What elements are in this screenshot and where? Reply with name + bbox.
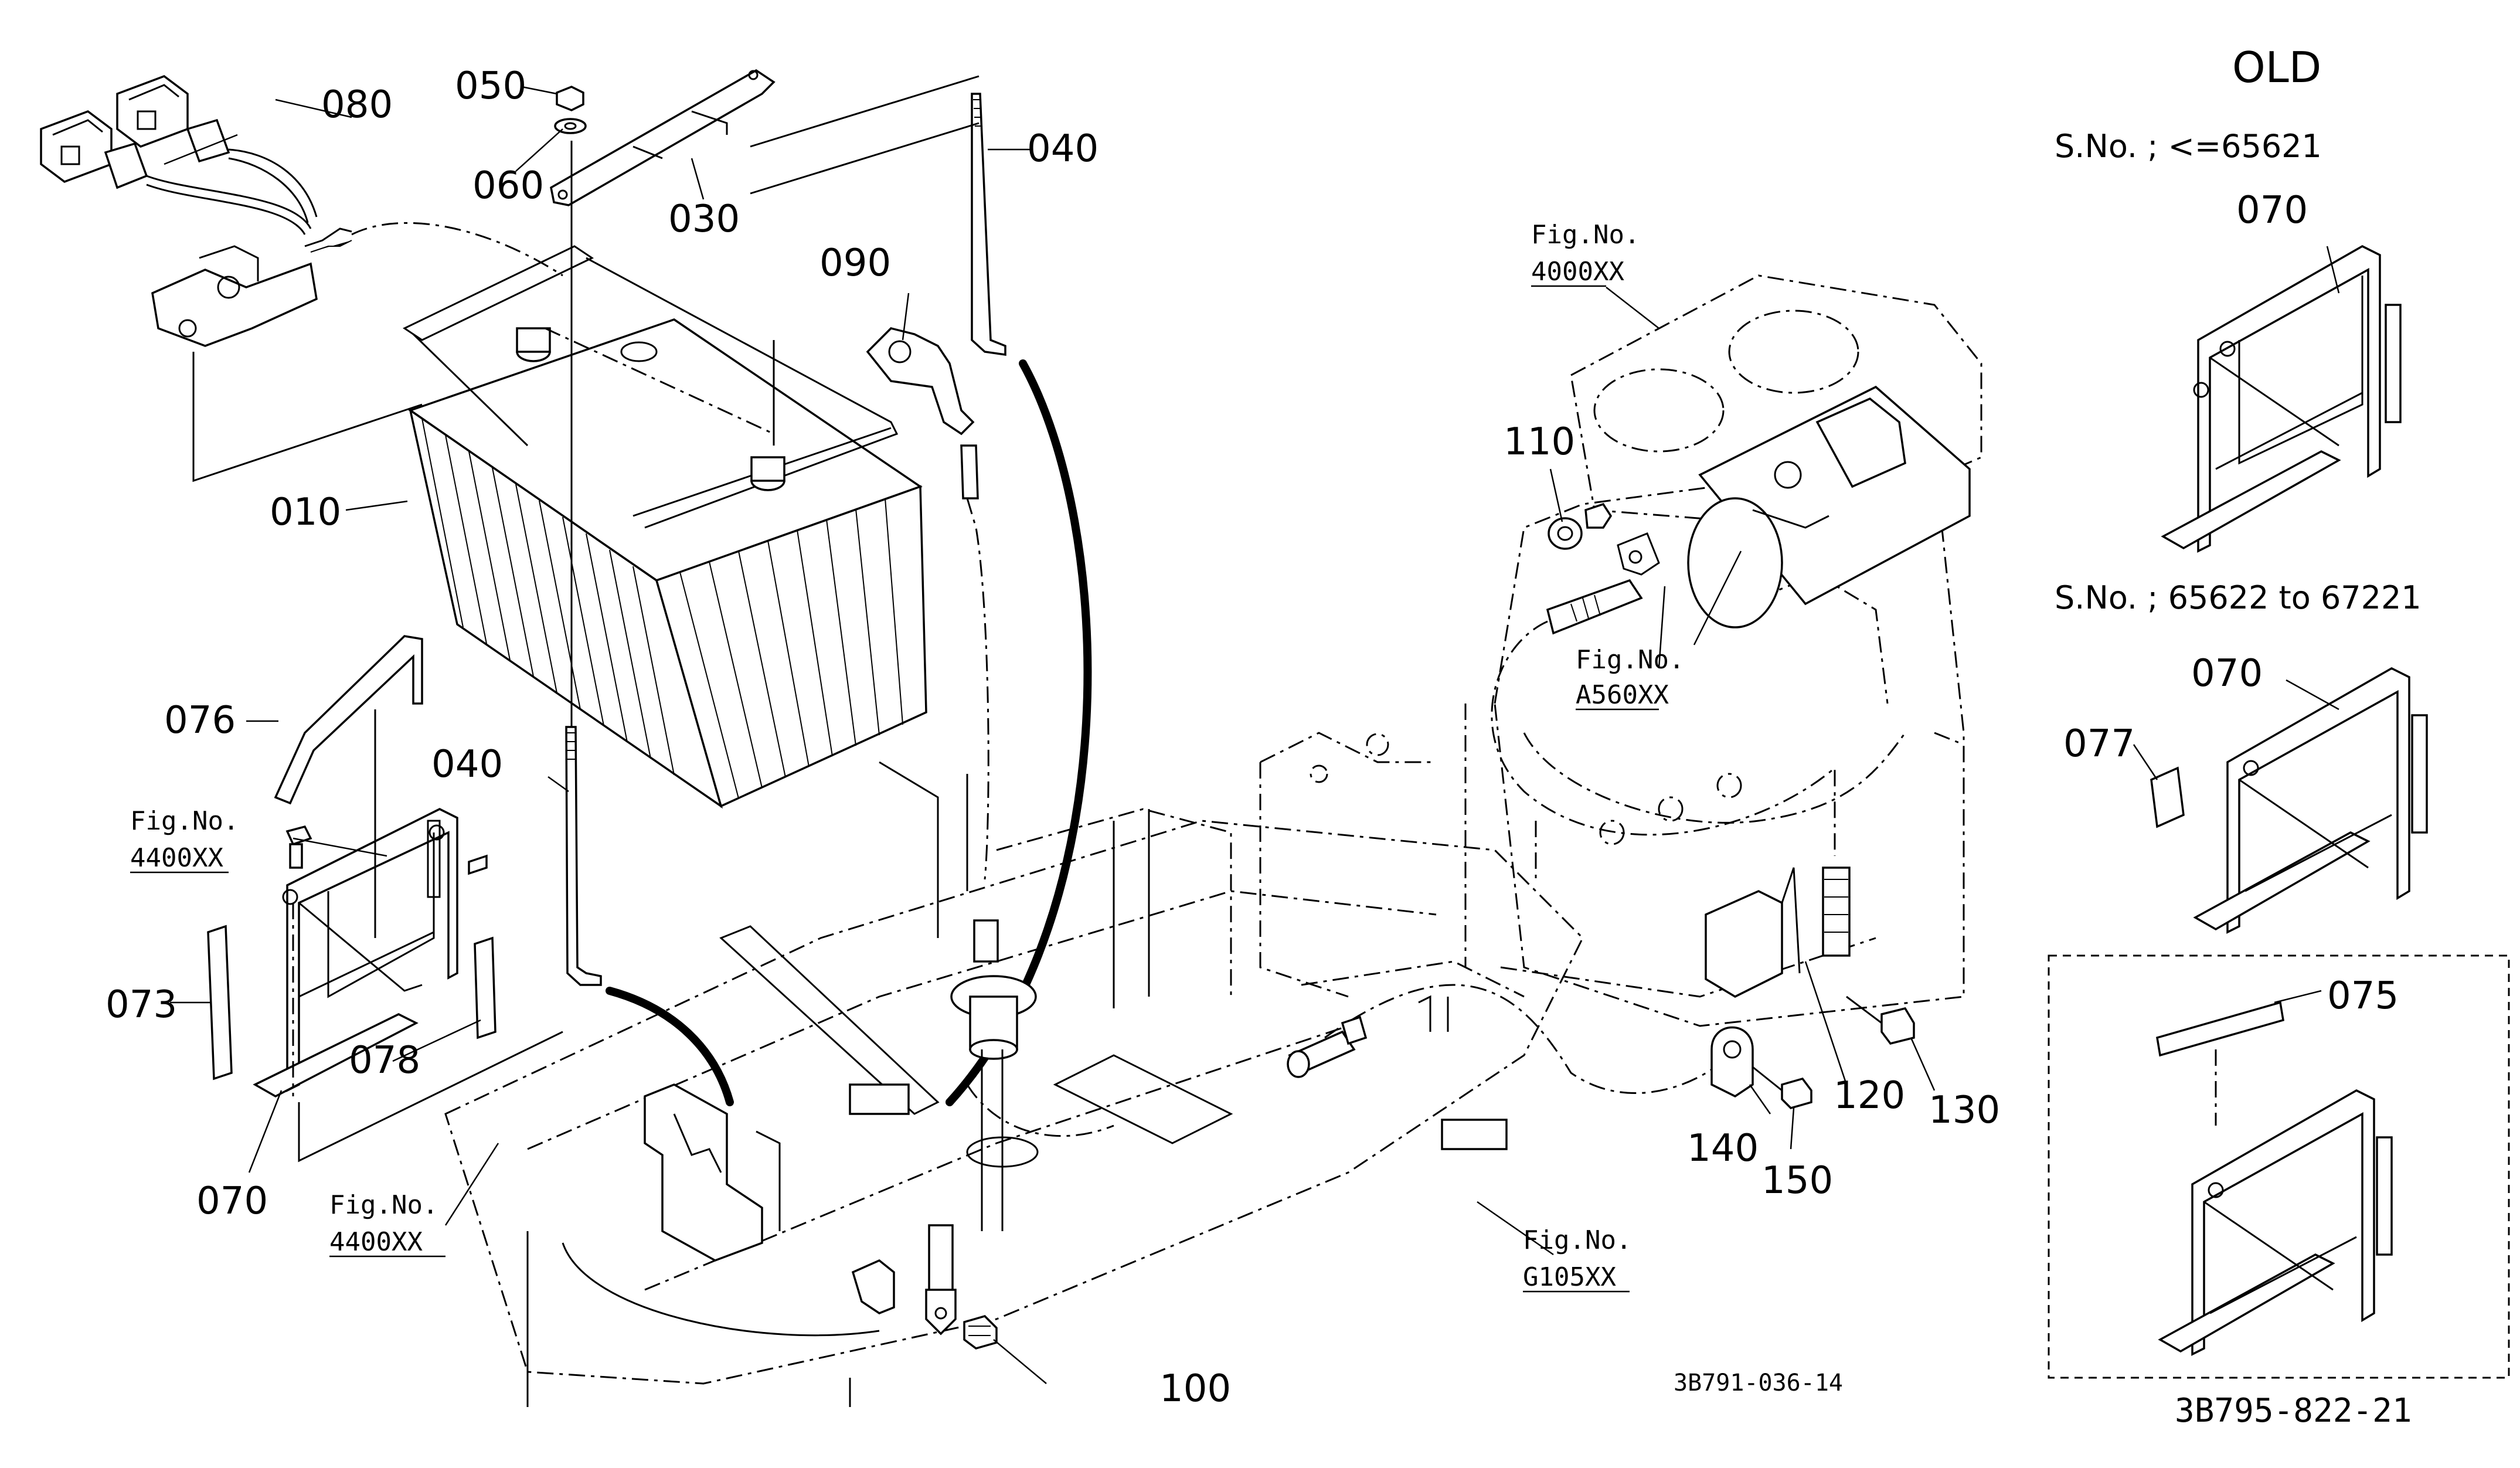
label-070-old2: 070 <box>2191 652 2263 695</box>
rod-lower <box>565 141 602 986</box>
floor-block-left <box>849 1083 910 1115</box>
leader-lines <box>164 86 2340 1384</box>
fig-prefix-floor: Fig.No. <box>1523 1225 1631 1255</box>
starter-cable <box>1491 620 1836 856</box>
label-140: 140 <box>1687 1127 1759 1170</box>
label-050: 050 <box>455 64 526 108</box>
label-070-left: 070 <box>196 1180 268 1223</box>
serial-range-2: S.No. ; 65622 to 67221 <box>2055 579 2422 616</box>
wire-harness <box>40 75 563 347</box>
label-080: 080 <box>321 83 393 127</box>
floor-cable <box>1287 984 1730 1094</box>
figure-refs: Fig.No. 4000XX Fig.No. A560XX Fig.No. 44… <box>130 220 1684 1293</box>
part-labels: 080 050 060 030 040 090 010 076 040 073 … <box>106 64 2399 1411</box>
old-heading: OLD <box>2232 43 2321 92</box>
starter-motor <box>1546 385 1971 635</box>
label-076: 076 <box>164 699 236 742</box>
bracket-hook <box>644 1083 781 1262</box>
battery-bracket-left <box>207 635 563 1163</box>
old-bracket-1 <box>2161 245 2402 553</box>
fig-prefix-engine: Fig.No. <box>1531 220 1640 250</box>
old-bracket-2 <box>2150 667 2428 934</box>
lower-terminal <box>851 1224 998 1350</box>
floor-block <box>1441 1119 1508 1150</box>
harness-leader <box>192 352 423 482</box>
label-010: 010 <box>270 491 341 534</box>
label-075: 075 <box>2327 974 2399 1018</box>
rod-top <box>971 93 1006 356</box>
battery-disconnect <box>950 919 1037 1231</box>
frame-floor-outline <box>444 732 1584 1407</box>
label-100: 100 <box>1159 1367 1231 1411</box>
serial-range-1: S.No. ; <=65621 <box>2055 128 2322 165</box>
drawing-code-inset: 3B795-822-21 <box>2175 1392 2412 1430</box>
new-bracket <box>2156 1001 2393 1356</box>
label-030: 030 <box>668 198 740 241</box>
label-040-top: 040 <box>1027 127 1099 171</box>
fig-ref-left-bracket: 4400XX <box>130 843 223 873</box>
fig-ref-floor: G105XX <box>1523 1262 1616 1292</box>
fig-ref-engine: 4000XX <box>1531 257 1624 287</box>
label-078: 078 <box>349 1039 420 1082</box>
label-070-old1: 070 <box>2236 189 2308 232</box>
new-version-box <box>2048 954 2510 1379</box>
clamp-140 <box>1710 995 1915 1109</box>
label-130: 130 <box>1929 1089 2000 1132</box>
fig-ref-frame: 4400XX <box>329 1227 423 1257</box>
fig-ref-starter: A560XX <box>1576 680 1669 710</box>
label-090: 090 <box>819 242 891 285</box>
engine-block <box>1259 274 1982 1027</box>
nut-washer <box>554 86 587 134</box>
battery-cable-left <box>606 987 734 1106</box>
label-040-lower: 040 <box>431 743 503 786</box>
bar-leader <box>750 75 980 195</box>
bracket-120 <box>1705 866 1851 998</box>
drawing-code-main: 3B791-036-14 <box>1674 1370 1843 1396</box>
fig-prefix-left-bracket: Fig.No. <box>130 806 239 836</box>
fig-prefix-frame: Fig.No. <box>329 1190 438 1220</box>
hold-down-bar <box>550 69 776 206</box>
label-060: 060 <box>472 164 544 208</box>
label-120: 120 <box>1834 1074 1905 1117</box>
battery <box>402 245 927 809</box>
label-077: 077 <box>2063 722 2135 766</box>
fig-prefix-starter: Fig.No. <box>1576 645 1684 675</box>
terminal-clamp <box>866 327 989 880</box>
label-150: 150 <box>1761 1159 1833 1202</box>
label-073: 073 <box>106 983 177 1027</box>
label-110: 110 <box>1504 420 1575 464</box>
